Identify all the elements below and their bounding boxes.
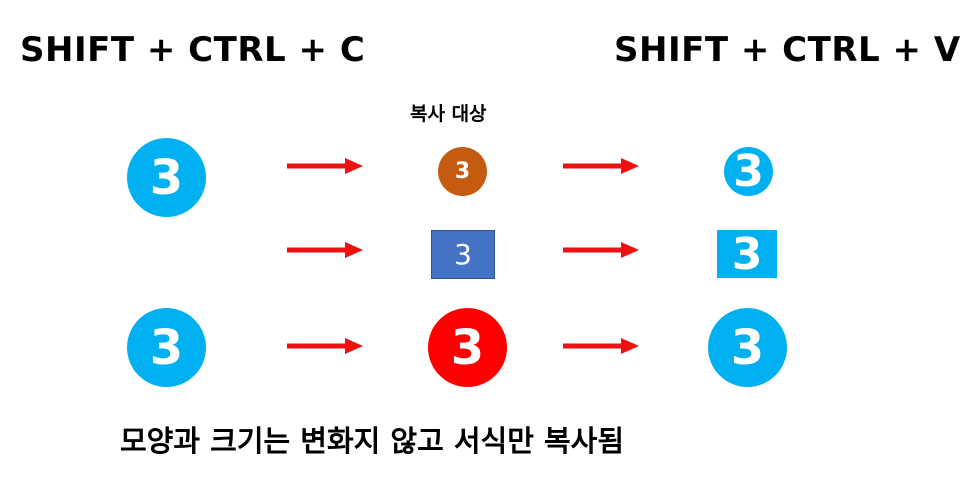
row1-copy-arrow — [287, 158, 363, 174]
copy-format-shortcut-heading: SHIFT + CTRL + C — [20, 30, 366, 70]
row3-result-circle: 3 — [708, 308, 787, 387]
footer-caption: 모양과 크기는 변화지 않고 서식만 복사됨 — [120, 424, 625, 458]
row2-target-number: 3 — [454, 238, 472, 271]
row3-source-circle: 3 — [127, 308, 206, 387]
row1-source-number: 3 — [149, 149, 184, 206]
row1-result-number: 3 — [733, 146, 764, 197]
row3-result-number: 3 — [730, 319, 765, 376]
row2-result-rectangle: 3 — [717, 228, 777, 280]
row2-target-rectangle: 3 — [431, 230, 495, 279]
row2-paste-arrow — [563, 242, 639, 258]
row1-target-number: 3 — [454, 159, 471, 184]
row3-paste-arrow — [563, 338, 639, 354]
row2-result-number: 3 — [731, 228, 763, 280]
row3-target-number: 3 — [450, 319, 485, 376]
row1-source-circle: 3 — [127, 138, 206, 217]
row3-source-number: 3 — [149, 319, 184, 376]
paste-format-shortcut-heading: SHIFT + CTRL + V — [614, 30, 961, 70]
row1-target-circle: 3 — [438, 147, 487, 196]
row3-copy-arrow — [287, 338, 363, 354]
row1-paste-arrow — [563, 158, 639, 174]
row2-copy-arrow — [287, 242, 363, 258]
row3-target-circle: 3 — [428, 308, 507, 387]
row1-result-circle: 3 — [724, 146, 773, 197]
copy-target-label: 복사 대상 — [410, 103, 487, 125]
